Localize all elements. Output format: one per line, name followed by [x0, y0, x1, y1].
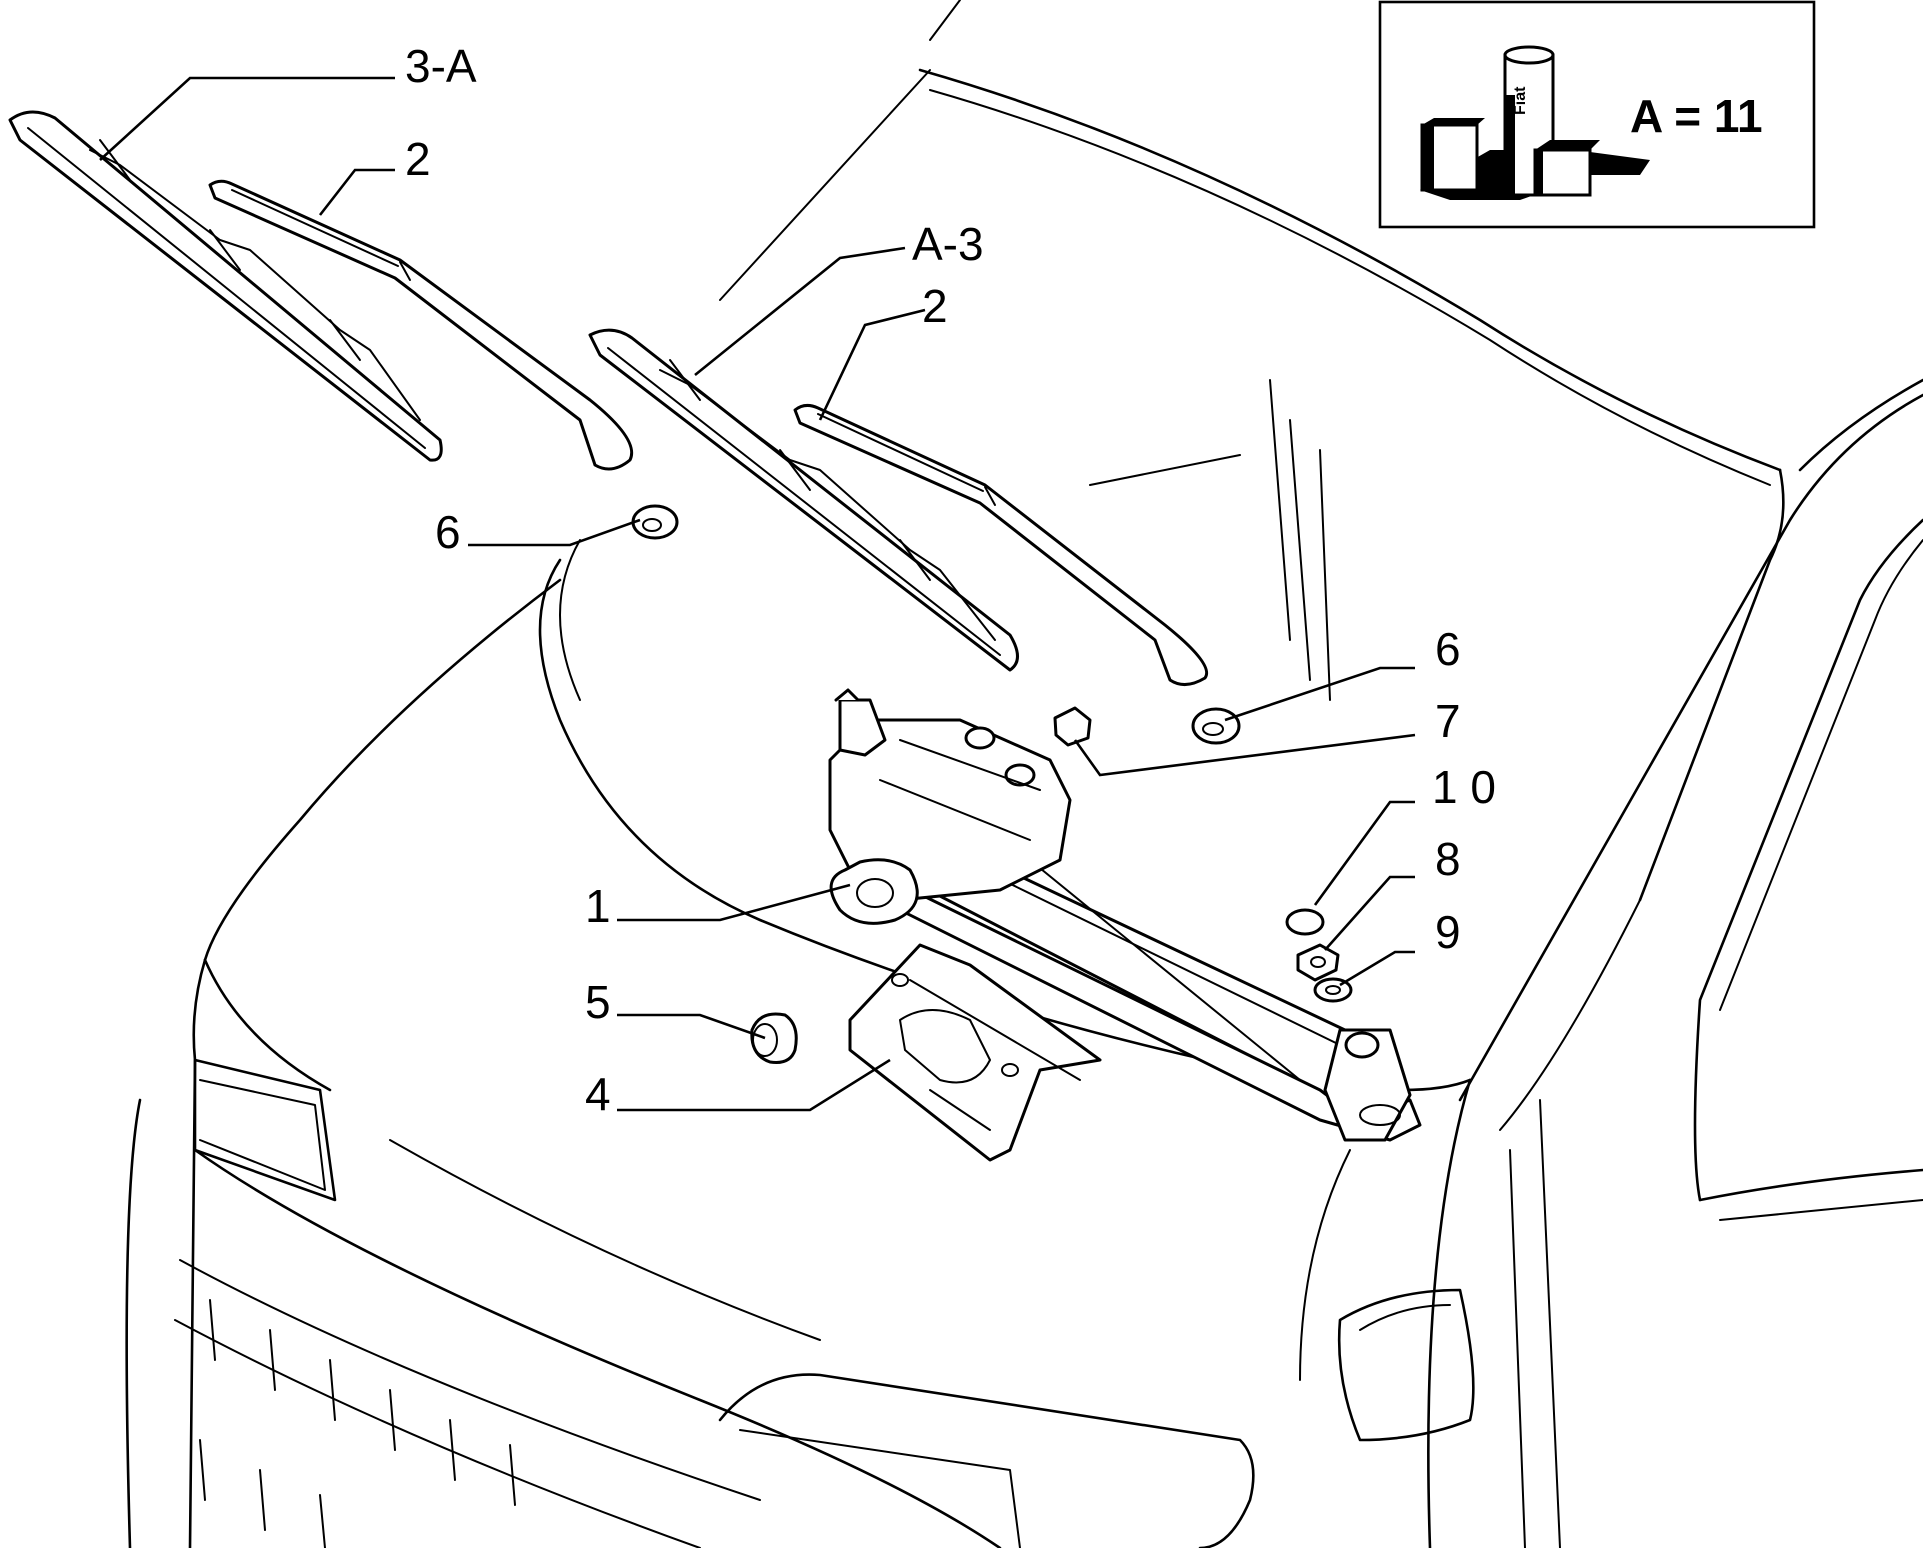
- seal-left-part: [631, 504, 679, 540]
- legend-text: A = 11: [1630, 90, 1763, 142]
- wiper-motor-linkage: [828, 688, 1422, 1142]
- callout-A-3: A-3: [912, 218, 984, 270]
- seal-right-part: [1191, 707, 1241, 745]
- callout-10: 1 0: [1432, 761, 1496, 813]
- callout-2-right: 2: [922, 280, 948, 332]
- callout-2-left: 2: [405, 133, 431, 185]
- wiper-blade-left: [8, 110, 443, 462]
- leader-lines: [99, 76, 1416, 1112]
- lubricant-legend: Fiat A = 11: [1378, 0, 1816, 229]
- callout-3-A: 3-A: [405, 40, 477, 92]
- callout-7: 7: [1435, 695, 1461, 747]
- lubricant-icon: Fiat: [1420, 45, 1650, 200]
- product-brand-text: Fiat: [1512, 86, 1529, 115]
- cap-10-part: [1285, 908, 1325, 936]
- callout-9: 9: [1435, 906, 1461, 958]
- mounting-bracket-part: [848, 943, 1102, 1162]
- callout-1: 1: [585, 880, 611, 932]
- callout-5: 5: [585, 976, 611, 1028]
- wiper-arm-right: [793, 403, 1208, 686]
- callout-labels: 3-A 2 A-3 2 6 6 7 1 0 8 9 1 5 4: [405, 40, 1496, 1120]
- callout-6-right: 6: [1435, 623, 1461, 675]
- callout-4: 4: [585, 1068, 611, 1120]
- grommet-5-part: [750, 1012, 798, 1064]
- wiper-blade-right: [588, 328, 1019, 672]
- callout-6-left: 6: [435, 506, 461, 558]
- nut-8-part: [1296, 943, 1340, 982]
- wiper-arm-left: [208, 179, 634, 471]
- callout-8: 8: [1435, 833, 1461, 885]
- nut-7-part: [1053, 706, 1092, 747]
